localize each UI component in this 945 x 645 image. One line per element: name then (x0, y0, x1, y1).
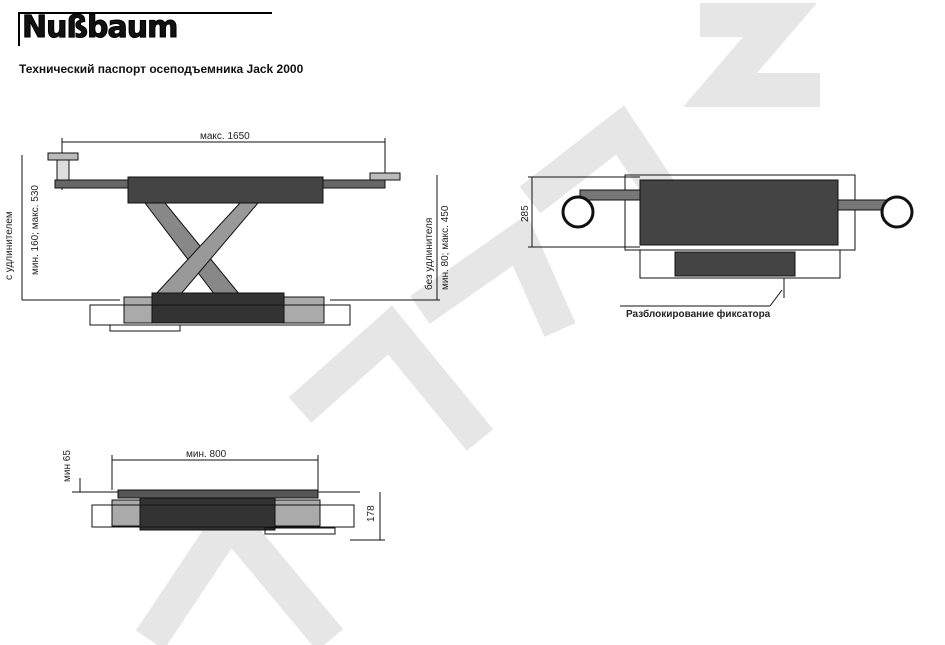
with-extension-label: с удлинителем (4, 211, 15, 280)
watermark (135, 2, 820, 645)
page-title: Технический паспорт осеподъемника Jack 2… (19, 62, 304, 76)
min-height-label: мин 65 (62, 450, 73, 482)
logo-text: Nußbaum (21, 10, 178, 46)
release-lock-label: Разблокирование фиксатора (626, 309, 771, 320)
without-extension-range: мин. 80; макс. 450 (440, 205, 451, 290)
max-width-label: макс. 1650 (200, 131, 250, 142)
without-extension-label: без удлинителя (424, 217, 435, 290)
with-extension-range: мин. 160; макс. 530 (30, 185, 41, 275)
side-view-drawing (21, 138, 440, 332)
base-height-label: 178 (366, 505, 377, 522)
end-height-label: 285 (520, 205, 531, 222)
lowered-view-drawing (72, 455, 385, 541)
min-width-label: мин. 800 (186, 449, 227, 460)
end-view-drawing (528, 174, 914, 307)
logo (18, 12, 272, 46)
